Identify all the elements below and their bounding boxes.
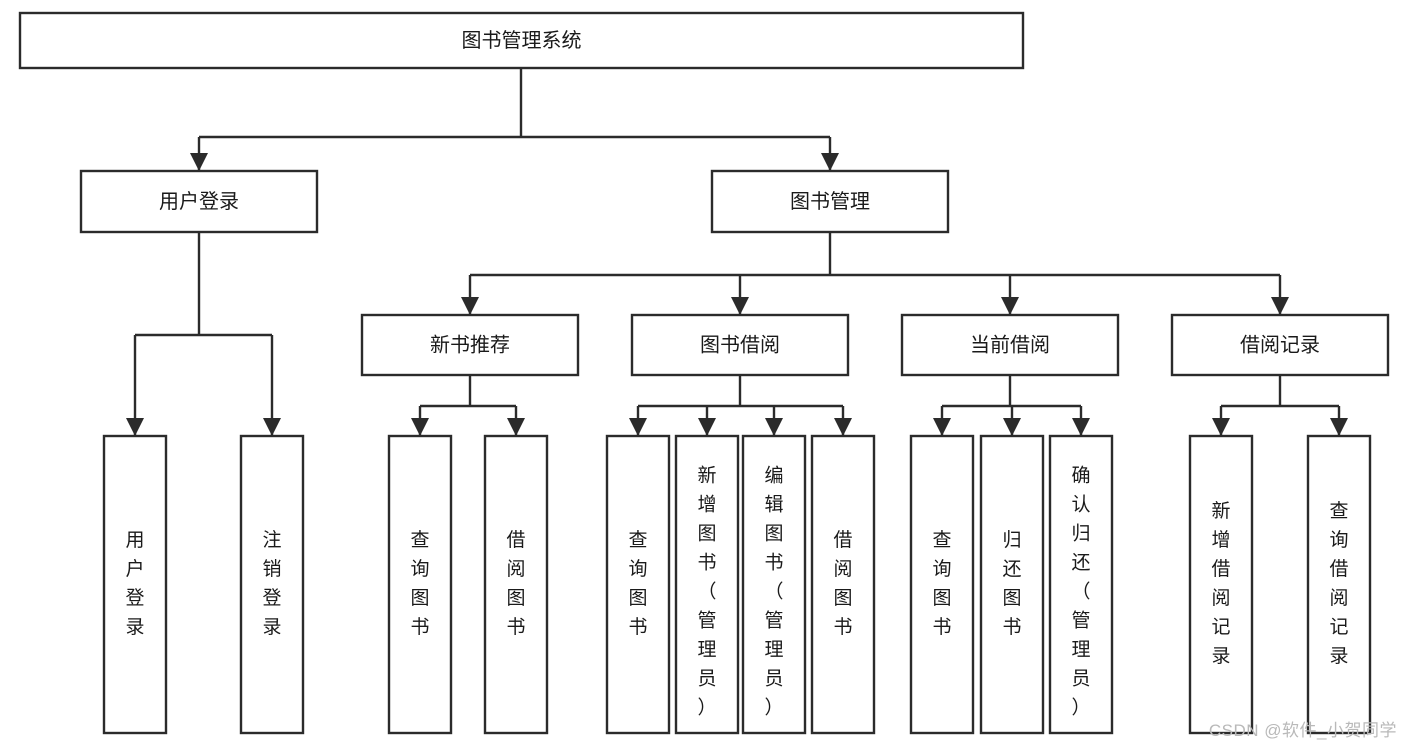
node-leaf-query-borrow-record[interactable]: 查询借阅记录 <box>1306 434 1372 735</box>
node-leaf-query-book-rec[interactable]: 查询图书 <box>387 434 453 735</box>
node-box-rect <box>102 434 168 735</box>
node-box-rect <box>1188 434 1254 735</box>
arrow-head-icon <box>1072 418 1090 436</box>
node-box-rect <box>909 434 975 735</box>
node-box-rect <box>741 434 807 735</box>
node-label: 新增图书（管理员） <box>697 465 716 719</box>
node-leaf-edit-book-admin[interactable]: 编辑图书（管理员） <box>741 434 807 735</box>
node-box-rect <box>674 434 740 735</box>
node-new-book-recommend[interactable]: 新书推荐 <box>360 313 580 377</box>
node-leaf-confirm-return-admin[interactable]: 确认归还（管理员） <box>1048 434 1114 735</box>
node-leaf-return-book[interactable]: 归还图书 <box>979 434 1045 735</box>
node-label: 编辑图书（管理员） <box>764 465 783 719</box>
node-box-rect <box>239 434 305 735</box>
node-current-borrow[interactable]: 当前借阅 <box>900 313 1120 377</box>
node-label: 借阅记录 <box>1240 333 1320 356</box>
node-leaf-user-login[interactable]: 用户登录 <box>102 434 168 735</box>
arrow-head-icon <box>461 297 479 315</box>
node-leaf-add-borrow-record[interactable]: 新增借阅记录 <box>1188 434 1254 735</box>
node-leaf-query-book-current[interactable]: 查询图书 <box>909 434 975 735</box>
node-box-rect <box>360 313 580 377</box>
arrow-head-icon <box>263 418 281 436</box>
arrow-head-icon <box>1330 418 1348 436</box>
node-label: 查询图书 <box>628 529 647 638</box>
arrow-head-icon <box>1271 297 1289 315</box>
arrow-head-icon <box>190 153 208 171</box>
node-box-rect <box>1170 313 1390 377</box>
node-box-rect <box>630 313 850 377</box>
arrow-head-icon <box>126 418 144 436</box>
node-book-borrow[interactable]: 图书借阅 <box>630 313 850 377</box>
node-box-rect <box>387 434 453 735</box>
node-label: 用户登录 <box>125 530 144 638</box>
csdn-watermark: CSDN @软件_小贺同学 <box>1208 721 1397 740</box>
connector-lines-layer <box>126 68 1348 436</box>
arrow-head-icon <box>507 418 525 436</box>
arrow-head-icon <box>411 418 429 436</box>
node-label: 用户登录 <box>159 190 239 213</box>
node-leaf-add-book-admin[interactable]: 新增图书（管理员） <box>674 434 740 735</box>
node-box-rect <box>900 313 1120 377</box>
arrow-head-icon <box>698 418 716 436</box>
node-label: 查询图书 <box>410 529 429 638</box>
node-box-rect <box>79 169 319 234</box>
node-book-manage[interactable]: 图书管理 <box>710 169 950 234</box>
node-label: 图书管理系统 <box>462 29 582 52</box>
arrow-head-icon <box>1003 418 1021 436</box>
arrow-head-icon <box>731 297 749 315</box>
node-user-login[interactable]: 用户登录 <box>79 169 319 234</box>
node-label: 图书管理 <box>790 190 870 213</box>
node-leaf-borrow-book[interactable]: 借阅图书 <box>810 434 876 735</box>
node-box-rect <box>810 434 876 735</box>
node-box-rect <box>483 434 549 735</box>
node-leaf-borrow-book-rec[interactable]: 借阅图书 <box>483 434 549 735</box>
node-label: 当前借阅 <box>970 333 1050 356</box>
node-label: 图书借阅 <box>700 333 780 356</box>
arrow-head-icon <box>1212 418 1230 436</box>
node-box-rect <box>979 434 1045 735</box>
node-label: 借阅图书 <box>833 529 852 638</box>
node-label: 归还图书 <box>1002 529 1021 638</box>
node-root[interactable]: 图书管理系统 <box>18 11 1025 70</box>
arrow-head-icon <box>933 418 951 436</box>
node-label: 查询借阅记录 <box>1329 500 1348 667</box>
node-label: 借阅图书 <box>506 529 525 638</box>
node-leaf-query-book-borrow[interactable]: 查询图书 <box>605 434 671 735</box>
node-box-rect <box>18 11 1025 70</box>
node-label: 新书推荐 <box>430 333 510 356</box>
node-box-rect <box>1306 434 1372 735</box>
arrow-head-icon <box>765 418 783 436</box>
node-box-rect <box>1048 434 1114 735</box>
arrow-head-icon <box>629 418 647 436</box>
arrow-head-icon <box>821 153 839 171</box>
node-boxes-layer: 图书管理系统用户登录图书管理新书推荐图书借阅当前借阅借阅记录用户登录注销登录查询… <box>18 11 1390 735</box>
node-box-rect <box>710 169 950 234</box>
node-label: 新增借阅记录 <box>1211 500 1230 667</box>
node-leaf-user-logout[interactable]: 注销登录 <box>239 434 305 735</box>
node-label: 查询图书 <box>932 529 951 638</box>
arrow-head-icon <box>1001 297 1019 315</box>
node-label: 注销登录 <box>262 529 281 638</box>
node-borrow-record[interactable]: 借阅记录 <box>1170 313 1390 377</box>
arrow-head-icon <box>834 418 852 436</box>
node-box-rect <box>605 434 671 735</box>
node-label: 确认归还（管理员） <box>1071 465 1090 719</box>
